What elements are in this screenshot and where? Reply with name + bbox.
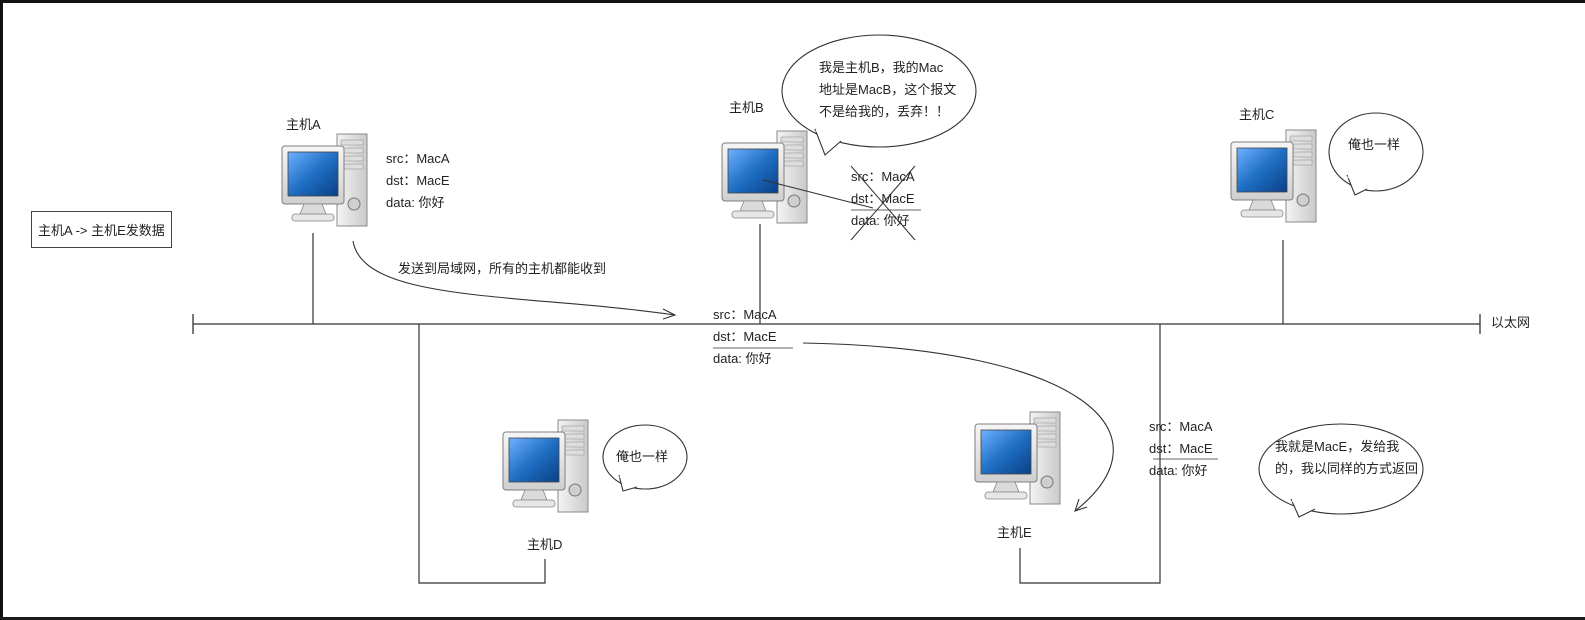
host-e-computer <box>974 411 1061 505</box>
bubble-d-shape <box>602 424 688 492</box>
bubble-e-shape <box>1258 423 1424 518</box>
bubble-e-text: 我就是MacE，发给我 的，我以同样的方式返回 <box>1275 436 1418 480</box>
bubble-b-text: 我是主机B，我的Mac 地址是MacB，这个报文 不是给我的，丢弃！！ <box>819 57 956 123</box>
bubble-c-text: 俺也一样 <box>1348 137 1401 152</box>
host-a-computer <box>281 133 368 227</box>
title-box: 主机A -> 主机E发数据 <box>31 211 172 248</box>
host-b-label: 主机B <box>729 100 764 115</box>
host-a-label: 主机A <box>286 117 321 132</box>
host-c-label: 主机C <box>1239 107 1275 122</box>
packet-dst: dst：MacE <box>713 329 777 344</box>
bubble-line: 的，我以同样的方式返回 <box>1275 461 1419 476</box>
packet-host-e: src：MacA dst：MacE data: 你好 <box>1149 416 1213 482</box>
host-d-computer <box>502 419 589 513</box>
packet-dst: dst：MacE <box>386 173 450 188</box>
host-d-label: 主机D <box>527 537 563 552</box>
diagram-lines <box>192 34 1481 584</box>
packet-data: data: 你好 <box>851 213 910 228</box>
packet-host-a: src：MacA dst：MacE data: 你好 <box>386 148 450 214</box>
packet-bus: src：MacA dst：MacE data: 你好 <box>713 304 777 370</box>
bubble-b-shape <box>781 34 977 156</box>
bubble-line: 我就是MacE，发给我 <box>1275 439 1400 454</box>
bubble-line: 地址是MacB，这个报文 <box>819 82 957 97</box>
bubble-d-text: 俺也一样 <box>616 449 669 464</box>
packet-data: data: 你好 <box>713 351 772 366</box>
host-c-computer <box>1230 129 1317 223</box>
network-label: 以太网 <box>1491 315 1531 330</box>
host-b-computer <box>721 130 808 224</box>
broadcast-label: 发送到局域网，所有的主机都能收到 <box>398 261 607 276</box>
packet-data: data: 你好 <box>386 195 445 210</box>
packet-src: src：MacA <box>1149 419 1213 434</box>
packet-src: src：MacA <box>386 151 450 166</box>
packet-data: data: 你好 <box>1149 463 1208 478</box>
bubble-line: 不是给我的，丢弃！！ <box>819 104 950 119</box>
packet-dst: dst：MacE <box>1149 441 1213 456</box>
packet-host-b: src：MacA dst：MacE data: 你好 <box>851 166 915 232</box>
bubble-c-shape <box>1328 112 1424 196</box>
bubble-line: 我是主机B，我的Mac <box>819 60 944 75</box>
host-e-label: 主机E <box>997 525 1032 540</box>
packet-src: src：MacA <box>851 169 915 184</box>
packet-src: src：MacA <box>713 307 777 322</box>
packet-dst: dst：MacE <box>851 191 915 206</box>
